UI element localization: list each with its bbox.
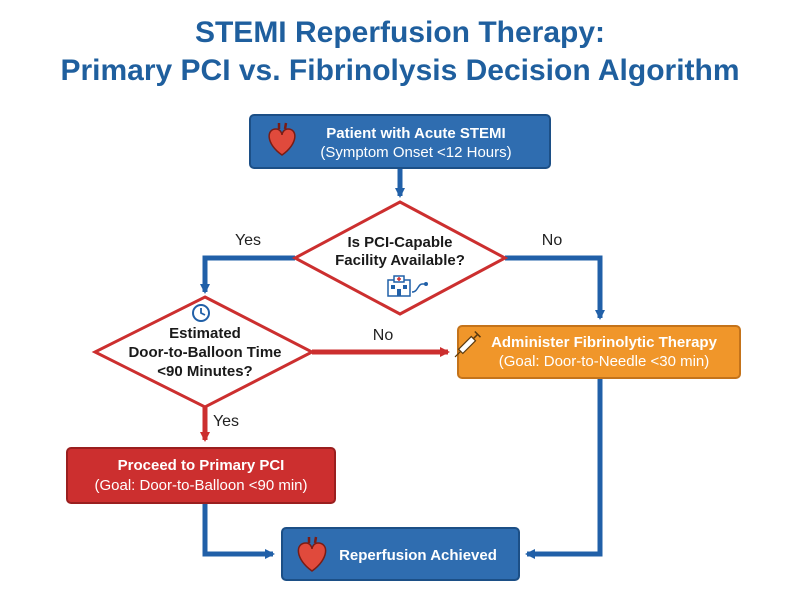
syringe-icon bbox=[454, 330, 482, 358]
arrow-pci-to-end bbox=[202, 503, 275, 559]
fibrinolysis-subtitle: (Goal: Door-to-Needle <30 min) bbox=[499, 353, 710, 370]
start-node-subtitle: (Symptom Onset <12 Hours) bbox=[320, 144, 511, 161]
start-node: Patient with Acute STEMI (Symptom Onset … bbox=[249, 114, 551, 169]
primary-pci-subtitle: (Goal: Door-to-Balloon <90 min) bbox=[94, 477, 307, 494]
edge-label-pci-no: No bbox=[542, 232, 563, 249]
arrow-pci-no bbox=[505, 255, 605, 320]
hospital-icon bbox=[387, 275, 428, 297]
arrow-fibrinolysis-to-end bbox=[525, 378, 603, 559]
heart-icon bbox=[268, 122, 296, 156]
door-to-balloon-decision: Estimated Door-to-Balloon Time <90 Minut… bbox=[91, 295, 316, 409]
clock-icon bbox=[192, 304, 210, 322]
pci-facility-decision: Is PCI-Capable Facility Available? bbox=[291, 200, 509, 316]
title-line-1: STEMI Reperfusion Therapy: bbox=[194, 16, 606, 49]
primary-pci-node: Proceed to Primary PCI (Goal: Door-to-Ba… bbox=[66, 447, 336, 504]
time-decision-line-3: <90 Minutes? bbox=[157, 363, 252, 380]
edge-label-time-yes: Yes bbox=[213, 413, 239, 430]
edge-label-time-no: No bbox=[373, 327, 394, 344]
reperfusion-achieved-node: Reperfusion Achieved bbox=[281, 527, 520, 581]
arrow-pci-yes bbox=[200, 255, 295, 294]
heart-icon bbox=[297, 536, 327, 572]
edge-label-pci-yes: Yes bbox=[235, 232, 261, 249]
primary-pci-title: Proceed to Primary PCI bbox=[118, 457, 285, 474]
reperfusion-label: Reperfusion Achieved bbox=[339, 547, 497, 564]
pci-decision-line-1: Is PCI-Capable bbox=[347, 234, 452, 251]
fibrinolytic-therapy-node: Administer Fibrinolytic Therapy (Goal: D… bbox=[454, 325, 741, 379]
start-node-title: Patient with Acute STEMI bbox=[326, 125, 505, 142]
pci-decision-line-2: Facility Available? bbox=[335, 252, 465, 269]
time-decision-line-2: Door-to-Balloon Time bbox=[128, 344, 281, 361]
fibrinolysis-title: Administer Fibrinolytic Therapy bbox=[491, 334, 718, 351]
title-line-2: Primary PCI vs. Fibrinolysis Decision Al… bbox=[60, 54, 740, 87]
diagram-title: STEMI Reperfusion Therapy: Primary PCI v… bbox=[0, 14, 800, 90]
time-decision-line-1: Estimated bbox=[169, 325, 241, 342]
